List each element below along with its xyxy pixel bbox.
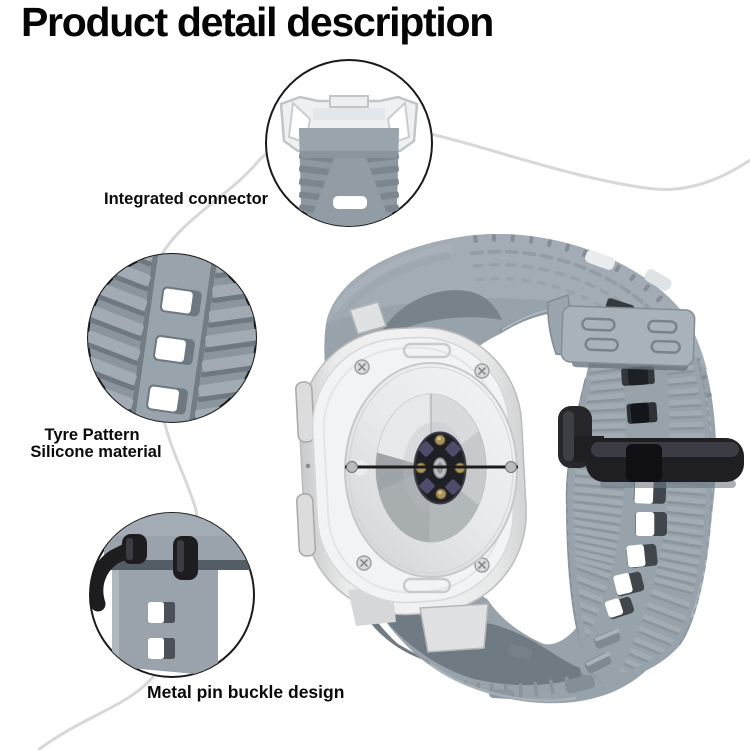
svg-text:Integrated connector: Integrated connector (104, 190, 269, 208)
svg-text:Product detail description: Product detail description (21, 0, 493, 45)
svg-text:Silicone material: Silicone material (30, 443, 161, 461)
svg-text:Metal pin buckle design: Metal pin buckle design (147, 682, 344, 702)
svg-text:Tyre Pattern: Tyre Pattern (44, 426, 139, 444)
